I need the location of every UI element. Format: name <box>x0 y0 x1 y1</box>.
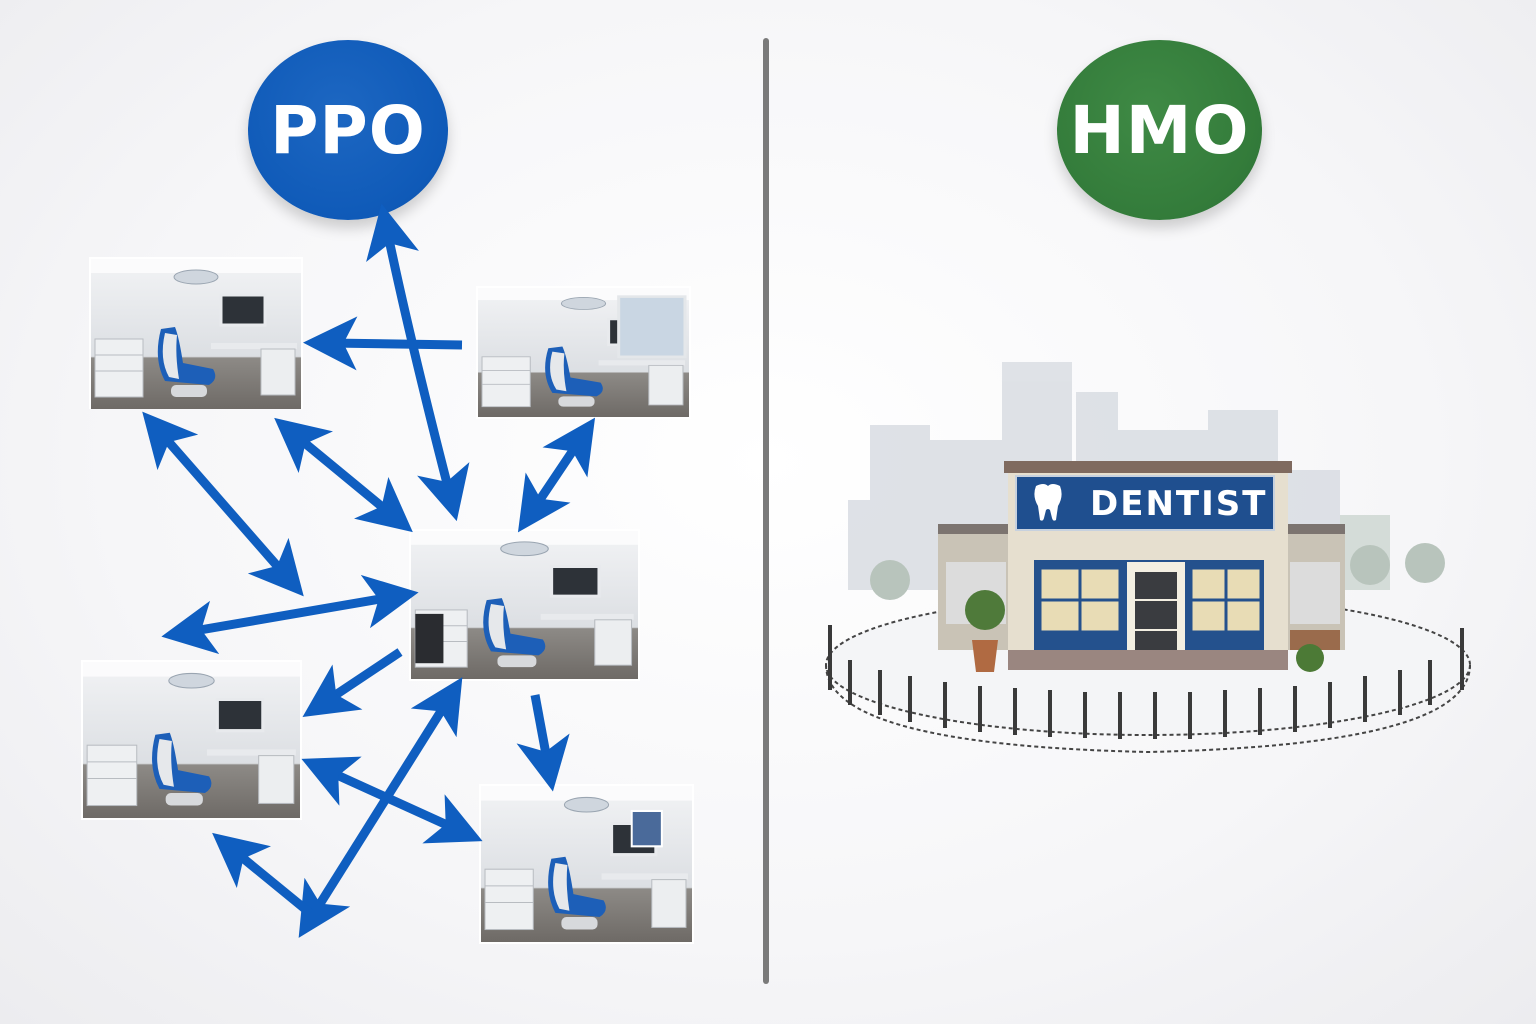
arrow-bidirectional <box>212 832 313 917</box>
background-trees <box>870 543 1445 600</box>
ppo-label: PPO <box>270 91 426 169</box>
arrow-bidirectional <box>301 756 483 844</box>
arrow-bidirectional <box>366 203 470 522</box>
office-photo-1 <box>89 257 303 411</box>
arrow-bidirectional <box>274 417 413 533</box>
office-photo-4 <box>81 660 302 820</box>
sign-text: DENTIST <box>1090 484 1267 524</box>
arrow-to-office-4 <box>302 648 403 717</box>
center-divider <box>763 38 769 984</box>
arrow-bidirectional <box>517 417 596 533</box>
hmo-label: HMO <box>1069 91 1250 169</box>
office-photo-3-center <box>409 529 640 681</box>
ppo-badge: PPO <box>248 40 448 220</box>
office-photo-2 <box>476 286 691 419</box>
dentist-building: DENTIST <box>938 461 1345 672</box>
arrow-bidirectional <box>142 411 304 597</box>
shrub <box>1296 644 1324 672</box>
network-arrows <box>142 203 596 938</box>
hmo-badge: HMO <box>1057 40 1262 220</box>
potted-plant <box>965 590 1005 630</box>
arrow-bidirectional <box>298 677 463 938</box>
arrow-bidirectional <box>161 574 419 655</box>
arrow-to-office-5 <box>516 694 570 792</box>
tooth-icon <box>1034 484 1062 521</box>
fence <box>825 625 1471 754</box>
office-photo-5 <box>479 784 694 944</box>
arrow-left <box>303 316 463 371</box>
